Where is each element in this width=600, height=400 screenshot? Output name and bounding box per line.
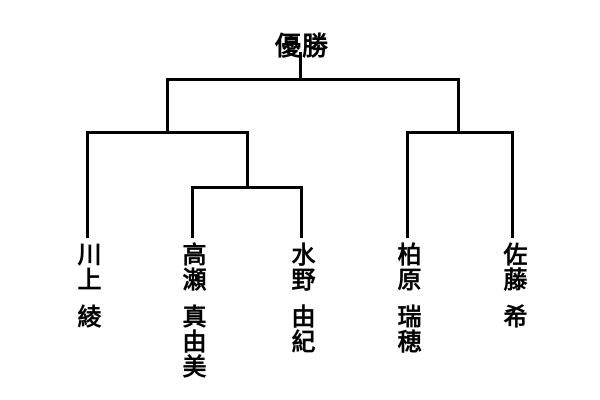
player3-surname: 水野 xyxy=(287,242,315,292)
player-name-3: 水野由紀 xyxy=(287,242,315,354)
player5-drop-line xyxy=(511,131,514,238)
firstround-connector-line xyxy=(191,186,303,189)
player1-surname: 川上 xyxy=(73,242,101,292)
semifinal-left-connector-line xyxy=(86,131,249,134)
player-name-2: 高瀬真由美 xyxy=(178,242,206,379)
player-name-5: 佐藤希 xyxy=(499,242,527,329)
player5-given-name: 希 xyxy=(499,304,527,329)
final-connector-line xyxy=(166,78,460,81)
player2-drop-line xyxy=(191,186,194,238)
player3-drop-line xyxy=(300,186,303,238)
player4-drop-line xyxy=(406,131,409,238)
player-name-1: 川上綾 xyxy=(73,242,101,329)
semifinal-right-drop-line xyxy=(457,78,460,134)
player1-drop-line xyxy=(86,131,89,238)
semifinal-right-connector-line xyxy=(406,131,514,134)
player2-surname: 高瀬 xyxy=(178,242,206,292)
player4-surname: 柏原 xyxy=(393,242,421,292)
player1-given-name: 綾 xyxy=(73,304,101,329)
player3-given-name: 由紀 xyxy=(287,304,315,354)
firstround-drop-line xyxy=(246,131,249,189)
semifinal-left-drop-line xyxy=(166,78,169,134)
player4-given-name: 瑞穂 xyxy=(393,304,421,354)
player2-given-name: 真由美 xyxy=(178,304,206,379)
champion-label: 優勝 xyxy=(274,32,329,62)
champion-stub-line xyxy=(299,52,302,81)
player-name-4: 柏原瑞穂 xyxy=(393,242,421,354)
player5-surname: 佐藤 xyxy=(499,242,527,292)
